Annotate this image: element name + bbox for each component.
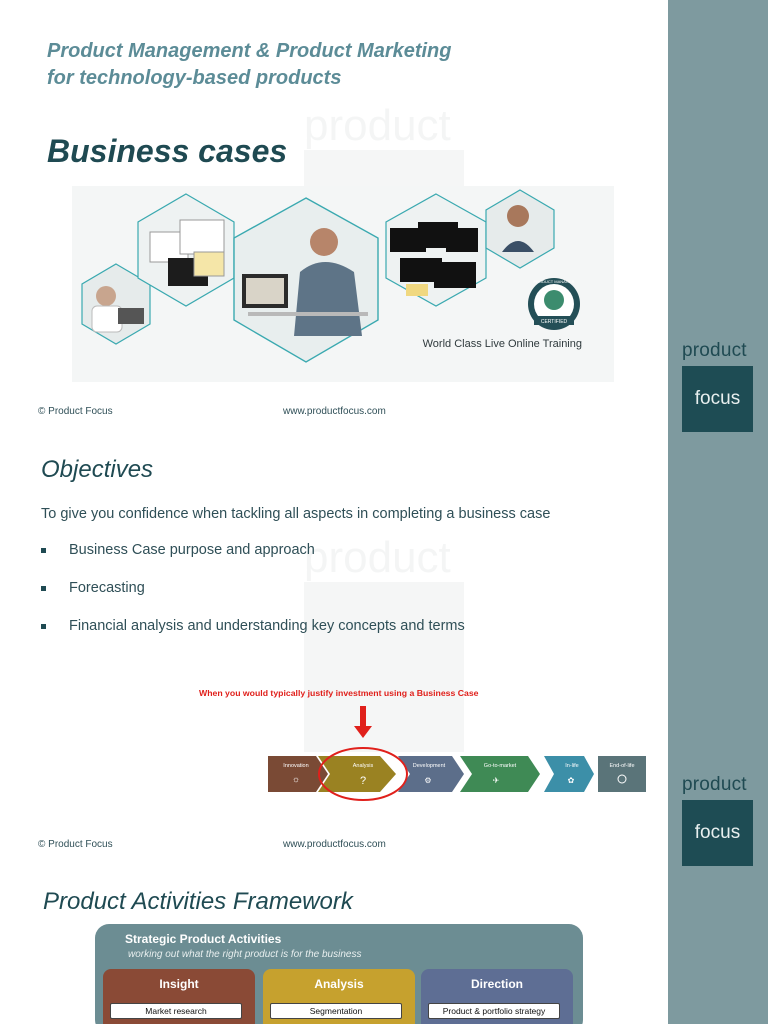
hero-caption: World Class Live Online Training — [423, 338, 582, 350]
desk — [248, 312, 368, 316]
strategic-activities-panel: Strategic Product Activities working out… — [95, 924, 583, 1024]
stage-end-of-life: End-of-life — [598, 756, 646, 792]
business-case-callout: When you would typically justify investm… — [199, 688, 479, 698]
stage-innovation-arrow — [268, 756, 328, 792]
column-item: Product & portfolio strategy — [428, 1003, 560, 1019]
footer-website: www.productfocus.com — [283, 406, 386, 417]
analysis-highlight-ellipse — [318, 747, 408, 801]
gears-icon: ⚙ — [424, 776, 431, 785]
document-thumb-2 — [179, 219, 225, 255]
objectives-title: Objectives — [41, 456, 154, 483]
document-thumb-4 — [193, 251, 225, 277]
brand-box: focus — [682, 800, 753, 866]
column-insight: Insight Market research — [103, 969, 255, 1024]
bullet-square-icon — [41, 547, 46, 553]
brand-box: focus — [682, 366, 753, 432]
bullet-item: Business Case purpose and approach — [41, 542, 315, 558]
bullet-square-icon — [41, 623, 46, 629]
product-lifecycle-process: Innovation ☼ Analysis ? Development ⚙ Go… — [268, 706, 646, 801]
column-analysis: Analysis Segmentation — [263, 969, 415, 1024]
badge-top-text: PRODUCT MANAGER — [533, 279, 574, 284]
cycle-icon: ✿ — [568, 776, 575, 785]
bullet-item: Financial analysis and understanding key… — [41, 618, 465, 634]
footer-copyright: © Product Focus — [38, 406, 113, 417]
slide-thumb-3 — [446, 228, 478, 252]
stage-in-life-arrow — [544, 756, 594, 792]
column-label: Direction — [470, 977, 523, 991]
stage-development: Development ⚙ — [398, 756, 464, 792]
laptop-icon — [118, 308, 144, 324]
column-direction: Direction Product & portfolio strategy — [421, 969, 573, 1024]
brand-box-word: focus — [694, 822, 741, 843]
watermark-word: product — [304, 533, 451, 582]
stage-analysis: Analysis ? — [318, 756, 396, 792]
stage-end-of-life-box — [598, 756, 646, 792]
hero-illustration: PRODUCT MANAGER CERTIFIED World Class Li… — [72, 186, 614, 382]
framework-title: Product Activities Framework — [43, 888, 353, 915]
bullet-text: Forecasting — [69, 580, 145, 596]
column-label: Analysis — [314, 977, 364, 991]
footer-website: www.productfocus.com — [283, 839, 386, 850]
slide-thumb-5 — [434, 262, 476, 288]
stage-development-arrow — [398, 756, 464, 792]
stage-label: Go-to-market — [484, 763, 517, 769]
bullet-text: Financial analysis and understanding key… — [69, 618, 465, 634]
brand-word: product — [682, 774, 747, 795]
headset-user-shirt — [502, 241, 534, 252]
stage-label: Analysis — [353, 763, 374, 769]
red-down-arrow-icon — [354, 706, 372, 738]
badge-bottom-text: CERTIFIED — [541, 319, 568, 325]
brand-box-word: focus — [694, 388, 741, 409]
watermark-word: product — [304, 101, 451, 150]
certified-badge: PRODUCT MANAGER CERTIFIED — [528, 278, 580, 330]
column-item: Segmentation — [270, 1003, 402, 1019]
column-label: Insight — [159, 977, 199, 991]
bullet-item: Forecasting — [41, 580, 145, 596]
trainee-head-icon — [310, 228, 338, 256]
stage-go-to-market-arrow — [460, 756, 540, 792]
slide-thumb-6 — [406, 284, 428, 296]
objectives-intro: To give you confidence when tackling all… — [41, 506, 551, 522]
badge-seal-icon — [544, 290, 564, 310]
brand-word: product — [682, 340, 747, 361]
lightbulb-icon: ☼ — [292, 774, 300, 784]
monitor-screen — [246, 278, 284, 304]
panel-subtitle: working out what the right product is fo… — [128, 949, 362, 960]
badge-ribbon — [534, 316, 574, 325]
brand-logo-2: product focus — [682, 774, 753, 866]
person-shirt — [91, 305, 123, 333]
rocket-icon: ✈ — [493, 776, 500, 785]
stage-go-to-market: Go-to-market ✈ — [460, 756, 540, 792]
subtitle-line1: Product Management & Product Marketing — [47, 40, 452, 62]
subtitle-line2: for technology-based products — [47, 67, 342, 89]
stage-in-life: In-life ✿ — [544, 756, 594, 792]
hex-headset-user — [485, 189, 555, 269]
stage-label: End-of-life — [609, 763, 634, 769]
slide1-subtitle: Product Management & Product Marketing f… — [47, 38, 452, 92]
stage-label: Development — [413, 763, 446, 769]
person-head-icon — [96, 286, 116, 306]
stage-label: Innovation — [283, 763, 308, 769]
side-band — [668, 0, 768, 1024]
brand-logo-1: product focus — [682, 340, 753, 432]
stage-analysis-arrow — [318, 756, 396, 792]
slide1-title: Business cases — [47, 133, 288, 169]
headset-user-head-icon — [507, 205, 529, 227]
stage-label: In-life — [565, 763, 578, 769]
question-mark-icon: ? — [360, 775, 366, 787]
bullet-square-icon — [41, 585, 46, 591]
trainee-shirt — [294, 262, 362, 336]
footer-copyright: © Product Focus — [38, 839, 113, 850]
panel-title: Strategic Product Activities — [125, 932, 282, 946]
column-item: Market research — [110, 1003, 242, 1019]
end-icon — [617, 774, 627, 784]
stage-innovation: Innovation ☼ — [268, 756, 328, 792]
bullet-text: Business Case purpose and approach — [69, 542, 315, 558]
